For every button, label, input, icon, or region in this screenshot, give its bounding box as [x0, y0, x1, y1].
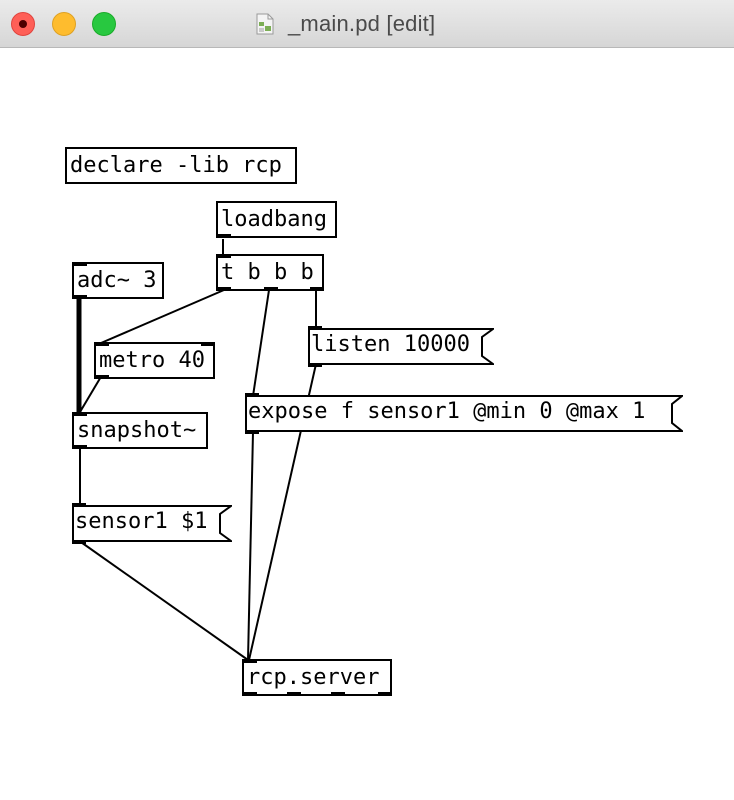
outlet[interactable] [378, 692, 392, 696]
object-label: snapshot~ [77, 418, 197, 443]
outlet[interactable] [308, 363, 322, 367]
message-label: expose f sensor1 @min 0 @max 1 [248, 399, 646, 424]
object-label: rcp.server [247, 665, 380, 690]
trigger-object[interactable]: t b b b [216, 254, 324, 291]
object-label: metro 40 [99, 348, 205, 373]
inlet[interactable] [72, 503, 86, 507]
outlet[interactable] [287, 692, 301, 696]
inlet[interactable] [95, 342, 109, 346]
inlet[interactable] [201, 342, 215, 346]
outlet[interactable] [73, 445, 87, 449]
window-title-group: _main.pd [edit] [256, 11, 435, 37]
object-label: declare -lib rcp [70, 153, 282, 178]
inlet[interactable] [308, 326, 322, 330]
message-label: sensor1 $1 [75, 509, 208, 534]
pd-document-icon [256, 13, 274, 35]
listen-message[interactable]: listen 10000 [308, 326, 494, 367]
metro-object[interactable]: metro 40 [94, 342, 215, 379]
inlet[interactable] [245, 393, 259, 397]
window-title: _main.pd [edit] [288, 11, 436, 36]
object-label: adc~ 3 [77, 268, 157, 293]
outlet[interactable] [331, 692, 345, 696]
signal-inlet[interactable] [73, 412, 87, 416]
message-label: listen 10000 [311, 332, 470, 357]
minimize-button[interactable] [52, 12, 76, 36]
outlet[interactable] [245, 430, 259, 434]
outlet[interactable] [264, 287, 278, 291]
title-bar[interactable]: _main.pd [edit] [0, 0, 734, 48]
inlet[interactable] [217, 254, 231, 258]
object-label: t b b b [221, 260, 314, 285]
maximize-button[interactable] [92, 12, 116, 36]
adc-object[interactable]: adc~ 3 [72, 262, 164, 299]
expose-message[interactable]: expose f sensor1 @min 0 @max 1 [245, 393, 683, 434]
declare-object[interactable]: declare -lib rcp [65, 147, 297, 184]
outlet[interactable] [95, 375, 109, 379]
snapshot-object[interactable]: snapshot~ [72, 412, 208, 449]
outlet[interactable] [243, 692, 257, 696]
outlet[interactable] [217, 287, 231, 291]
object-label: loadbang [221, 207, 327, 232]
close-icon [19, 20, 27, 28]
outlet[interactable] [217, 234, 231, 238]
inlet[interactable] [73, 262, 87, 266]
loadbang-object[interactable]: loadbang [216, 201, 337, 238]
sensor1-message[interactable]: sensor1 $1 [72, 503, 232, 544]
outlet[interactable] [72, 540, 86, 544]
close-button[interactable] [11, 12, 35, 36]
signal-outlet[interactable] [73, 295, 87, 299]
inlet[interactable] [243, 659, 257, 663]
outlet[interactable] [310, 287, 324, 291]
rcp-server-object[interactable]: rcp.server [242, 659, 392, 696]
